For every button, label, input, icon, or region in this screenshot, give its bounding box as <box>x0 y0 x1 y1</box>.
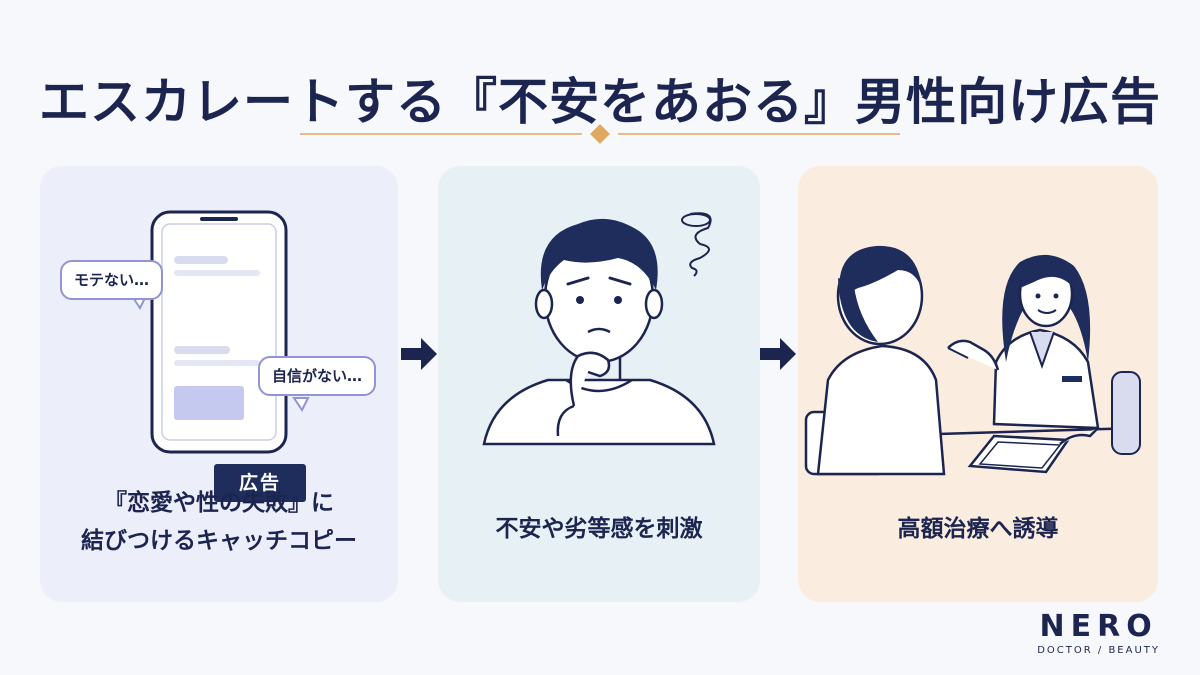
smartphone-illustration <box>130 210 310 454</box>
speech-bubble-unpopular: モテない… <box>60 260 164 300</box>
logo-name: NERO <box>1039 609 1158 644</box>
caption-line: 結びつけるキャッチコピー <box>81 528 357 554</box>
logo-subtitle: DOCTOR / BEAUTY <box>1037 645 1160 656</box>
caption-line: 高額治療へ誘導 <box>897 516 1059 542</box>
brand-logo: NERO DOCTOR / BEAUTY <box>1037 610 1160 658</box>
step-caption-3: 高額治療へ誘導 <box>798 510 1158 548</box>
caption-line: 『恋愛や性の失敗』に <box>104 490 334 516</box>
worried-man-illustration <box>482 212 716 446</box>
ad-label: 広告 <box>214 464 306 502</box>
caption-line: 不安や劣等感を刺激 <box>495 516 703 542</box>
step-caption-1: 『恋愛や性の失敗』に 結びつけるキャッチコピー <box>40 484 398 560</box>
arrow-right-icon <box>401 338 437 370</box>
step-card-ad-copy: 広告 モテない… 自信がない… 『恋愛や性の失敗』に 結びつけるキャッチコピー <box>40 166 398 602</box>
speech-bubble-no-confidence: 自信がない… <box>258 356 377 396</box>
step-card-anxiety: 不安や劣等感を刺激 <box>438 166 760 602</box>
worry-scribble-icon <box>689 212 712 277</box>
page-title: エスカレートする『不安をあおる』男性向け広告 <box>39 72 1161 131</box>
doctor-consultation-illustration <box>804 245 1141 476</box>
step-caption-2: 不安や劣等感を刺激 <box>438 510 760 548</box>
step-card-treatment: 高額治療へ誘導 <box>798 166 1158 602</box>
title-divider <box>300 124 900 144</box>
arrow-right-icon <box>760 338 796 370</box>
